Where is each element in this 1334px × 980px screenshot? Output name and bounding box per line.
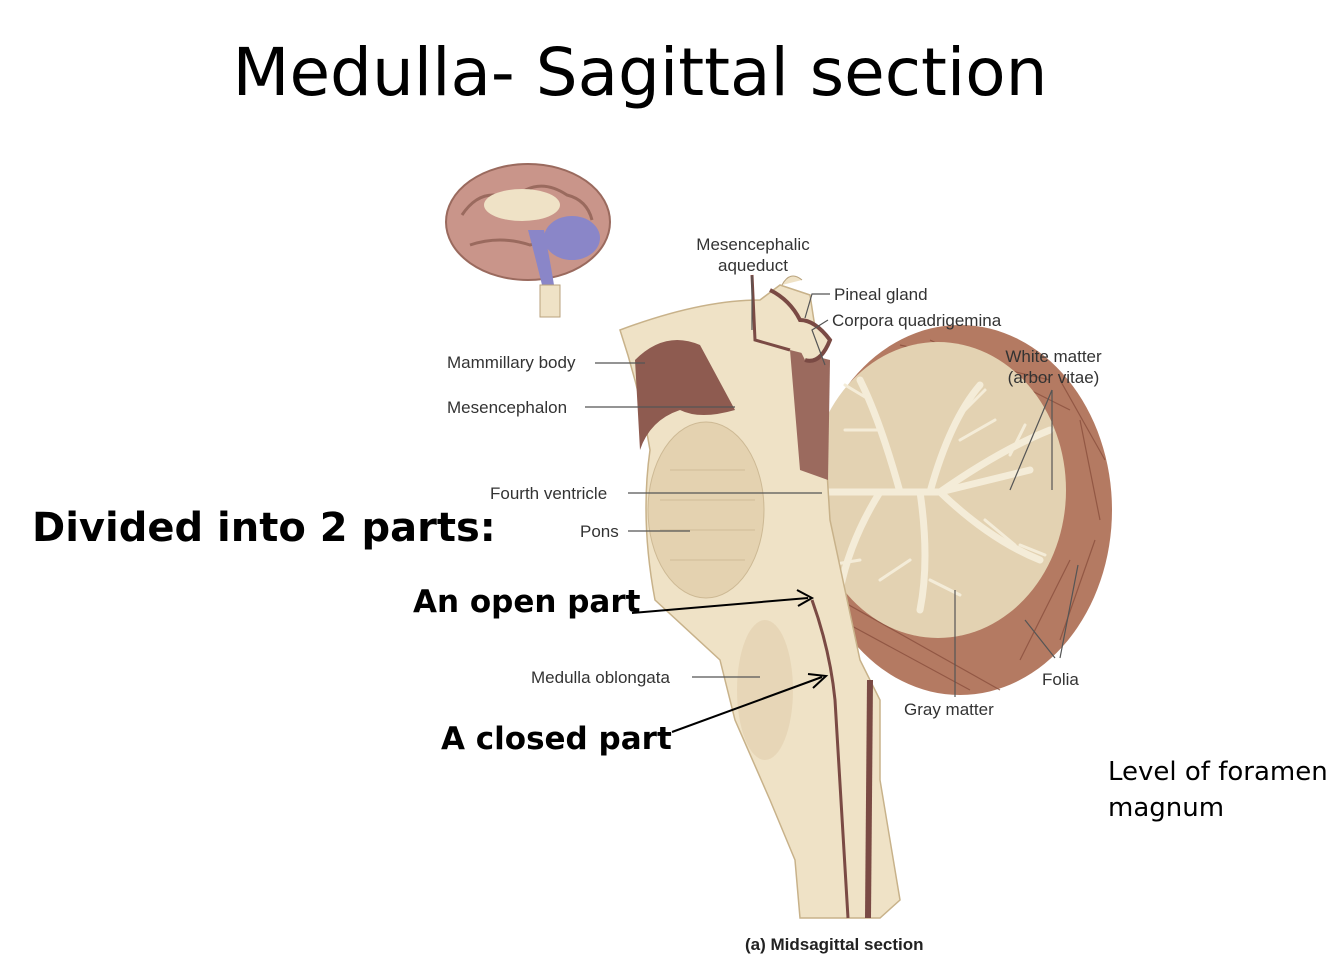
- leader-lines: [585, 276, 1079, 697]
- foramen-magnum-note: Level of foramen magnum: [1108, 757, 1328, 823]
- figure-caption: (a) Midsagittal section: [745, 935, 924, 954]
- label-mesencephalon: Mesencephalon: [447, 398, 568, 417]
- label-white-matter: White matter (arbor vitae): [1005, 347, 1102, 387]
- open-part-label: An open part: [413, 584, 641, 620]
- label-folia: Folia: [1042, 670, 1079, 689]
- label-corpora-quadrigemina: Corpora quadrigemina: [832, 311, 1002, 330]
- inset-brain-icon: [445, 163, 611, 318]
- label-gray-matter: Gray matter: [904, 700, 994, 719]
- closed-part-label: A closed part: [441, 721, 672, 757]
- label-fourth-ventricle: Fourth ventricle: [490, 484, 608, 503]
- label-mammillary-body: Mammillary body: [447, 353, 576, 372]
- arrows: [631, 589, 829, 733]
- label-medulla-oblongata: Medulla oblongata: [531, 668, 670, 687]
- label-mesencephalic-aqueduct: Mesencephalic aqueduct: [696, 235, 810, 275]
- slide-title: Medulla- Sagittal section: [232, 34, 1048, 111]
- divided-heading: Divided into 2 parts:: [32, 505, 496, 551]
- label-pons: Pons: [580, 522, 619, 541]
- label-pineal-gland: Pineal gland: [834, 285, 928, 304]
- cerebellum: [808, 325, 1112, 695]
